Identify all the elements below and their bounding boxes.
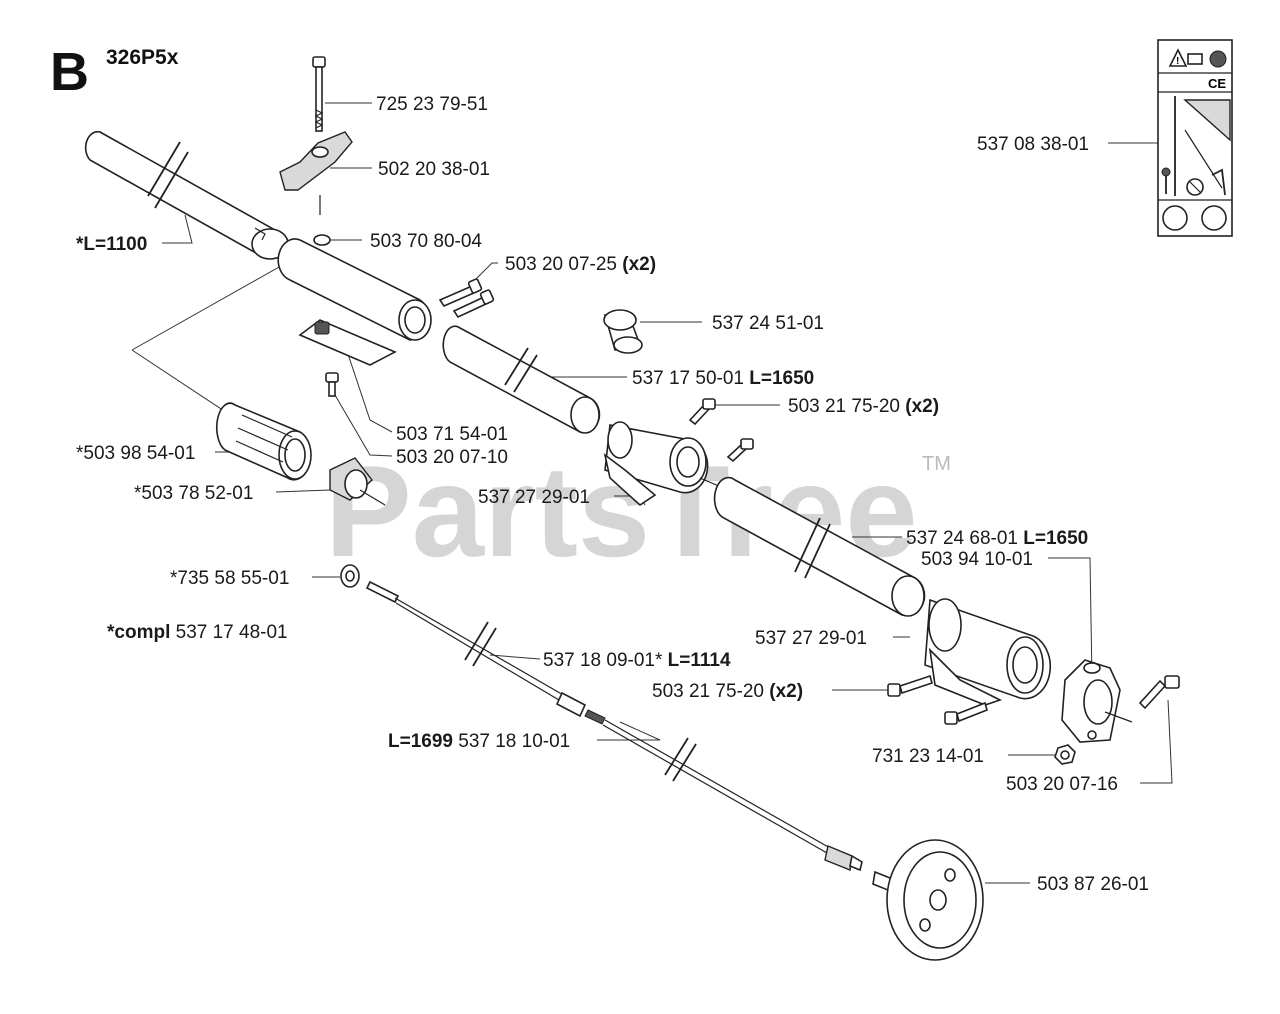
drum-503-87-26-01	[872, 839, 984, 961]
boots-icon	[1201, 205, 1227, 231]
nut-731-23-14-01	[1054, 744, 1076, 765]
part-labels: 725 23 79-51 502 20 38-01 *L=1100 503 70…	[76, 94, 1149, 895]
gloves-icon	[1162, 205, 1188, 231]
person-icon	[1161, 167, 1171, 177]
label-503-21-75-20-lower: 503 21 75-20 (x2)	[652, 681, 803, 702]
washer-735-58-55-01	[340, 564, 360, 588]
label-503-94-10-01: 503 94 10-01	[921, 549, 1033, 570]
clamp-537-27-29-01-upper	[603, 421, 729, 507]
label-537-24-68-01: 537 24 68-01 L=1650	[906, 528, 1088, 549]
label-503-71-54-01: 503 71 54-01	[396, 424, 508, 445]
label-537-18-09-01: 537 18 09-01* L=1114	[543, 650, 731, 671]
label-537-24-51-01: 537 24 51-01	[712, 313, 824, 334]
tube-537-24-68-01	[713, 476, 926, 617]
drive-shaft-537-18-09-01	[365, 580, 587, 718]
warning-triangle-icon	[1168, 48, 1188, 67]
label-l1100: *L=1100	[76, 234, 147, 255]
screws-503-21-75-20-upper	[688, 398, 754, 463]
sleeve-503-98-54-01	[215, 402, 312, 481]
label-725-23-79-51: 725 23 79-51	[376, 94, 488, 115]
clamp-537-27-29-01-lower	[924, 598, 1052, 706]
ce-mark: CE	[1208, 76, 1226, 91]
label-503-78-52-01: *503 78 52-01	[134, 483, 253, 504]
label-503-21-75-20-upper: 503 21 75-20 (x2)	[788, 396, 939, 417]
safety-decal-537-08-38-01: ! CE	[1157, 39, 1233, 237]
label-537-18-10-01: L=1699 537 18 10-01	[388, 731, 570, 752]
watermark-tm: TM	[922, 453, 951, 475]
label-503-20-07-10: 503 20 07-10	[396, 447, 508, 468]
label-502-20-38-01: 502 20 38-01	[378, 159, 490, 180]
ear-protection-icon	[1209, 50, 1227, 68]
nut-503-78-52-01	[329, 457, 386, 506]
label-503-87-26-01: 503 87 26-01	[1037, 874, 1149, 895]
label-537-08-38-01: 537 08 38-01	[977, 134, 1089, 155]
svg-text:!: !	[1176, 56, 1179, 67]
model-title: 326P5x	[106, 46, 179, 69]
clamp-housing-503-70-80-04	[277, 234, 432, 366]
label-503-70-80-04: 503 70 80-04	[370, 231, 482, 252]
bracket-503-94-10-01	[1061, 659, 1133, 743]
section-letter: B	[50, 42, 89, 102]
label-503-98-54-01: *503 98 54-01	[76, 443, 195, 464]
screws-503-21-75-20-lower	[887, 674, 988, 725]
label-503-20-07-25: 503 20 07-25 (x2)	[505, 254, 656, 275]
cable-537-18-10-01	[584, 709, 863, 872]
wing-knob-502-20-38-01	[279, 131, 353, 215]
label-503-20-07-16: 503 20 07-16	[1006, 774, 1118, 795]
sleeve-537-24-51-01	[603, 309, 643, 354]
label-731-23-14-01: 731 23 14-01	[872, 746, 984, 767]
screw-503-20-07-16	[1138, 675, 1180, 710]
label-735-58-55-01: *735 58 55-01	[170, 568, 289, 589]
manual-book-icon	[1187, 53, 1203, 65]
label-537-17-50-01: 537 17 50-01 L=1650	[632, 368, 814, 389]
label-compl-537-17-48-01: *compl 537 17 48-01	[107, 622, 288, 643]
bolt-725-23-79-51	[312, 56, 326, 132]
screws-503-20-07-25	[438, 278, 495, 319]
tube-537-17-50-01	[442, 325, 601, 434]
label-537-27-29-01-lower: 537 27 29-01	[755, 628, 867, 649]
label-537-27-29-01-upper: 537 27 29-01	[478, 487, 590, 508]
screw-503-20-07-10	[325, 372, 339, 397]
